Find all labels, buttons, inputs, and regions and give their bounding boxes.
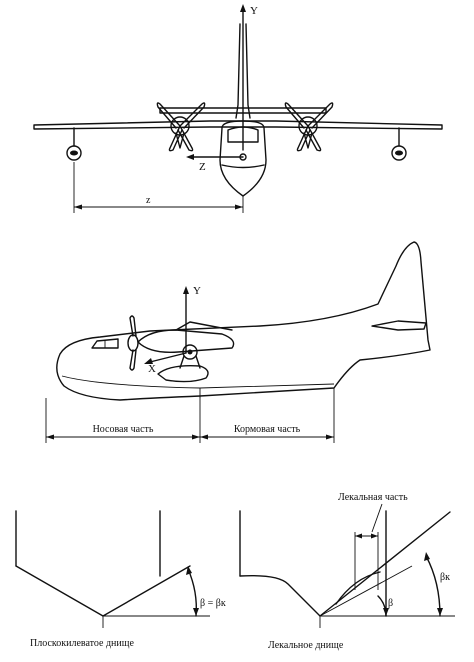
side-propeller [127,315,139,371]
curved-beta-k-label: βк [440,572,450,583]
front-tailplane [159,107,327,114]
front-left-float [66,127,82,161]
side-hull [56,241,431,401]
front-hull [219,120,267,197]
side-nacelle [137,329,235,353]
side-stern-label: Кормовая часть [234,424,301,435]
front-left-engine [156,102,206,152]
front-axis-y-label: Y [250,5,258,17]
side-axis-x-label: X [148,363,156,375]
flat-v-caption: Плоскокилеватое днище [30,638,134,649]
front-fin [235,23,251,119]
curved-beta-label: β [388,598,393,609]
side-axis-y-label: Y [193,285,201,297]
front-axis-z-label: Z [199,161,206,173]
side-tailplane [371,320,427,331]
flat-v-angle-label: β = βк [200,598,226,609]
curved-top-label: Лекальная часть [338,492,408,503]
flat-v-bottom-diagram: β = βк Плоскокилеватое днище [15,510,226,649]
side-view: Y X [45,241,431,443]
side-cockpit [91,338,119,349]
curved-bottom-diagram: Лекальная часть β βк Лекальное днище [239,492,455,651]
front-right-float [391,127,407,161]
front-right-engine [284,102,334,152]
curved-caption: Лекальное днище [268,640,344,651]
front-cockpit [227,126,259,143]
side-bow-label: Носовая часть [93,424,154,435]
front-view: Y [33,4,443,213]
front-dim-z-label: z [146,195,151,206]
side-float [157,344,209,383]
